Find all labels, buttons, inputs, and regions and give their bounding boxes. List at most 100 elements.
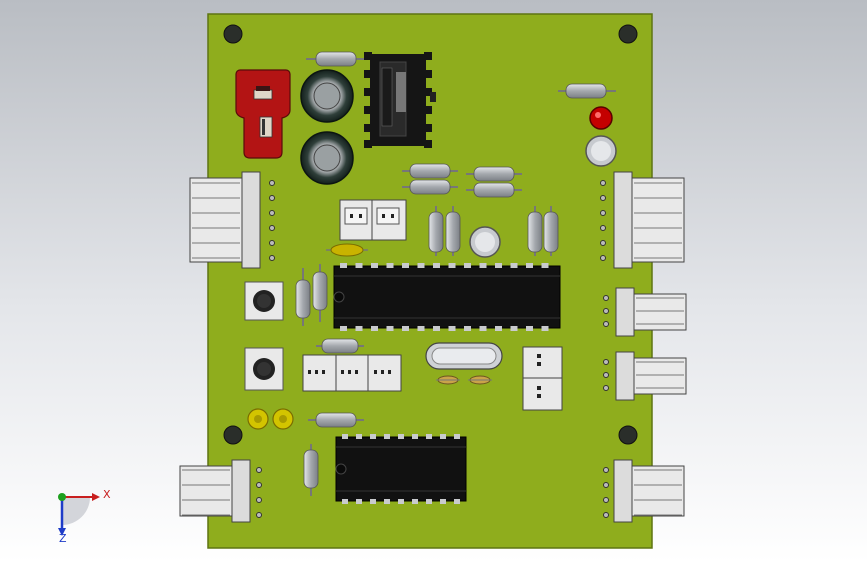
resistor-led[interactable] <box>558 83 616 99</box>
chip-pin <box>384 499 390 504</box>
chip-pin <box>356 499 362 504</box>
terminal-block-right-bottom[interactable] <box>603 459 685 523</box>
terminal-pin <box>600 195 606 201</box>
terminal-pin <box>603 295 609 301</box>
resistor-mid[interactable] <box>316 338 364 354</box>
resistor-vertical-pair-2[interactable] <box>527 206 559 256</box>
chip-pin <box>402 263 409 268</box>
terminal-pin <box>256 467 262 473</box>
resistor-vertical-lower[interactable] <box>303 444 319 496</box>
terminal-pin <box>603 321 609 327</box>
chip-pin <box>370 434 376 439</box>
chip-pin <box>526 326 533 331</box>
chip-pin <box>412 499 418 504</box>
chip-pin <box>386 263 394 268</box>
resistor-vertical-pair-1[interactable] <box>428 206 461 256</box>
chip-pin <box>402 326 409 331</box>
chip-pin <box>426 434 432 439</box>
crystal-oscillator[interactable] <box>425 342 503 370</box>
terminal-block-left-top[interactable] <box>189 171 275 269</box>
connector-vertical-2[interactable] <box>522 346 563 411</box>
terminal-block-right-mid-2[interactable] <box>603 351 687 401</box>
chip-pin <box>440 434 446 439</box>
chip-pin <box>440 499 446 504</box>
terminal-pin <box>269 225 275 231</box>
chip-pin <box>464 263 471 268</box>
mounting-holes <box>223 24 638 445</box>
terminal-block-left-bottom[interactable] <box>179 459 262 523</box>
terminal-pin <box>256 497 262 503</box>
chip-pin <box>398 434 404 439</box>
connector-row-3[interactable] <box>302 354 402 392</box>
driver-ic-dip[interactable] <box>335 436 467 502</box>
terminal-pin <box>269 210 275 216</box>
chip-pin <box>417 263 425 268</box>
chip-pin <box>495 326 502 331</box>
chip-pin <box>454 434 460 439</box>
chip-pin <box>479 326 487 331</box>
terminal-pin <box>600 240 606 246</box>
terminal-pin <box>603 359 609 365</box>
crystal-capacitors[interactable] <box>436 375 492 385</box>
mounting-hole-icon <box>223 425 243 445</box>
chip-pin <box>433 263 440 268</box>
chip-pin <box>371 326 378 331</box>
terminal-block-right-top[interactable] <box>600 171 685 269</box>
mounting-hole-icon <box>618 24 638 44</box>
resistor-pair-2[interactable] <box>466 166 522 198</box>
coordinate-triad-icon: X Z <box>58 488 111 545</box>
chip-pin <box>510 263 518 268</box>
terminal-pin <box>603 308 609 314</box>
inductor-1[interactable] <box>300 69 354 123</box>
voltage-regulator[interactable] <box>235 69 291 159</box>
terminal-pin <box>600 210 606 216</box>
chip-pin <box>448 326 456 331</box>
pushbutton-2[interactable] <box>244 347 284 391</box>
chip-pin <box>370 499 376 504</box>
chip-pin <box>417 326 425 331</box>
terminal-pin <box>603 385 609 391</box>
resistor-pair-1[interactable] <box>402 163 458 195</box>
terminal-pin <box>603 372 609 378</box>
chip-pin <box>541 326 549 331</box>
chip-pin <box>541 263 549 268</box>
red-led[interactable] <box>589 106 613 130</box>
resistor-lower[interactable] <box>308 412 364 428</box>
terminal-pin <box>603 512 609 518</box>
round-pad-center <box>475 232 495 252</box>
pushbutton-1[interactable] <box>244 281 284 321</box>
chip-pin <box>479 263 487 268</box>
axis-z-label: Z <box>59 532 67 545</box>
yellow-capacitors[interactable] <box>247 408 294 430</box>
terminal-pin <box>600 255 606 261</box>
mounting-hole-icon <box>618 425 638 445</box>
chip-pin <box>464 326 471 331</box>
axis-x-label: X <box>103 488 111 501</box>
chip-pin <box>355 326 363 331</box>
chip-pin <box>355 263 363 268</box>
resistor-top[interactable] <box>306 51 366 67</box>
terminal-pin <box>603 467 609 473</box>
chip-pin <box>495 263 502 268</box>
chip-pin <box>454 499 460 504</box>
inductor-2[interactable] <box>300 131 354 185</box>
heatsink-transistor[interactable] <box>364 52 436 148</box>
terminal-pin <box>256 512 262 518</box>
terminal-pin <box>600 225 606 231</box>
header-connector-top[interactable] <box>339 199 407 241</box>
terminal-pin <box>603 497 609 503</box>
chip-pins <box>340 263 549 504</box>
ceramic-capacitor[interactable] <box>326 243 368 257</box>
chip-pin <box>412 434 418 439</box>
chip-pin <box>448 263 456 268</box>
terminal-pin <box>269 255 275 261</box>
terminal-block-right-mid-1[interactable] <box>603 287 687 337</box>
microcontroller-dip[interactable] <box>333 265 561 329</box>
chip-pin <box>510 326 518 331</box>
terminal-pin <box>256 482 262 488</box>
chip-pin <box>426 499 432 504</box>
terminal-pin <box>269 195 275 201</box>
resistor-vertical-pair-3[interactable] <box>295 264 328 326</box>
chip-pin <box>386 326 394 331</box>
